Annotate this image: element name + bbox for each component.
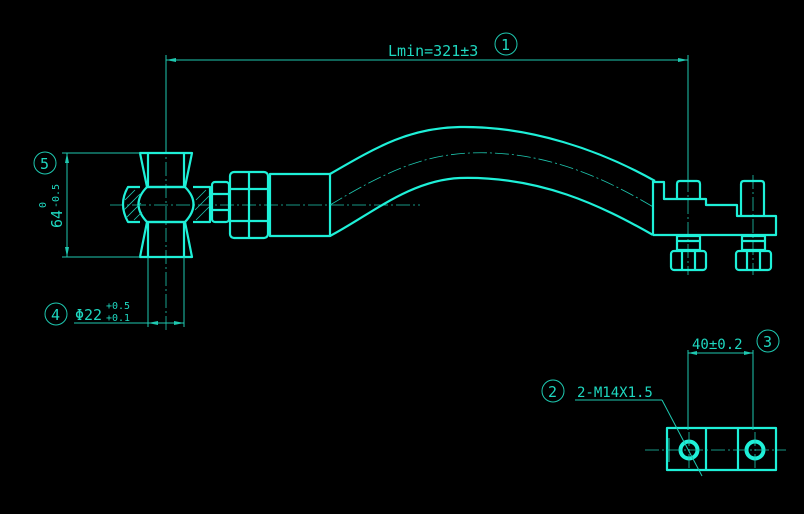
bore-dimension: Φ22 +0.5 +0.1 4 bbox=[44, 257, 185, 327]
arm-tube bbox=[329, 125, 656, 237]
spacing-dimension: 40±0.2 3 bbox=[687, 329, 780, 430]
bore-dimension-text: Φ22 bbox=[75, 306, 102, 324]
balloon-1: 1 bbox=[501, 36, 510, 54]
bore-tol-lower: +0.1 bbox=[106, 313, 130, 324]
thread-callout: 2-M14X1.5 2 bbox=[541, 379, 703, 477]
bore-tol-upper: +0.5 bbox=[106, 301, 130, 312]
thread-callout-text: 2-M14X1.5 bbox=[577, 385, 653, 401]
length-dimension-text: Lmin=321±3 bbox=[388, 42, 478, 60]
spacing-dimension-text: 40±0.2 bbox=[692, 337, 743, 353]
width-tol-upper: 0 bbox=[38, 202, 49, 208]
rod-end bbox=[121, 151, 212, 259]
bracket-bottom-view bbox=[645, 426, 786, 472]
balloon-3: 3 bbox=[763, 333, 772, 351]
length-dimension: Lmin=321±3 1 bbox=[165, 32, 689, 182]
width-tol-lower: -0.5 bbox=[51, 184, 62, 208]
width-dimension-text: 64 bbox=[48, 210, 66, 228]
width-dimension: 64 0 -0.5 5 bbox=[33, 151, 140, 258]
mounting-bracket bbox=[653, 179, 778, 272]
balloon-2: 2 bbox=[548, 383, 557, 401]
balloon-4: 4 bbox=[51, 306, 60, 324]
balloon-5: 5 bbox=[40, 155, 49, 173]
